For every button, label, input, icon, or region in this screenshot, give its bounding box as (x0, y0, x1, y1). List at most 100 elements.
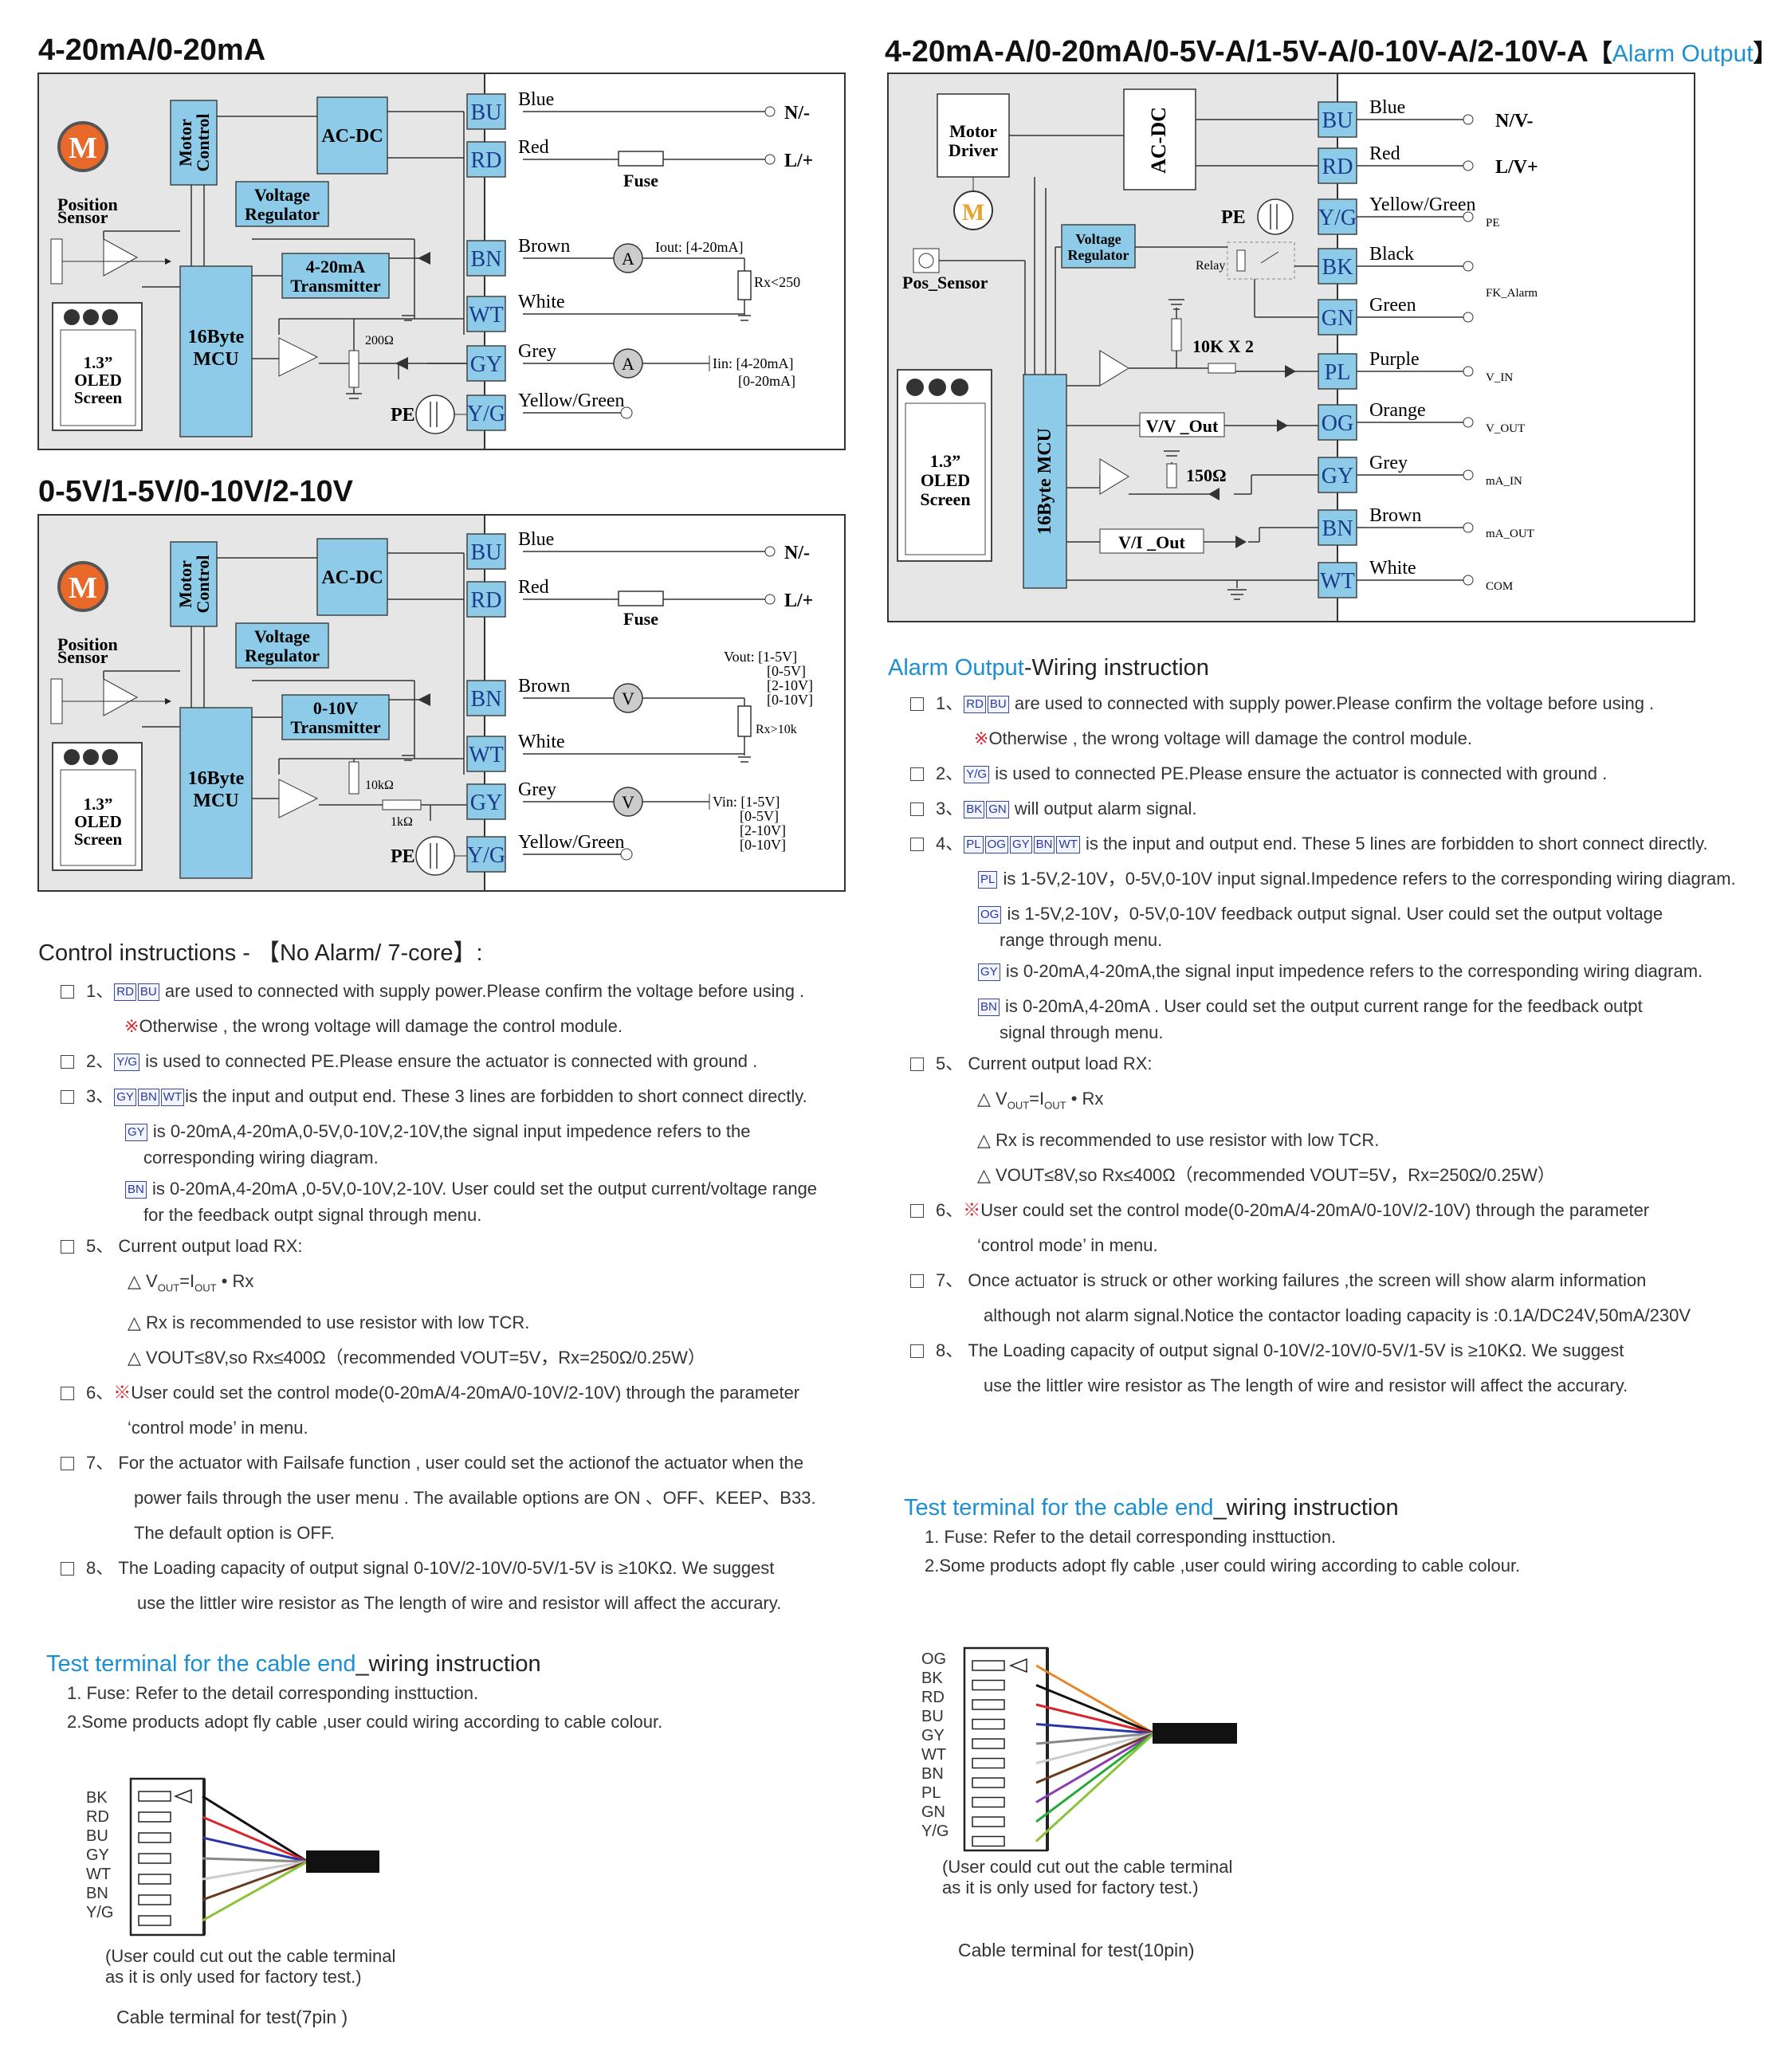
tag-pl: PL (978, 871, 998, 889)
terminal-end-dot (1463, 312, 1474, 323)
meter-label-a1: A (622, 249, 634, 269)
terminal-bn (466, 240, 506, 277)
test-left-heading: Test terminal for the cable end_wiring i… (46, 1651, 843, 1678)
checkbox (61, 1055, 74, 1069)
pin-slot (972, 1679, 1005, 1691)
terminal-bn (1318, 509, 1357, 546)
pin-slot (138, 1832, 171, 1843)
pin-label: BN (921, 1765, 944, 1783)
wire-label: Purple (1369, 349, 1420, 370)
pin-label: Y/G (921, 1823, 949, 1840)
pin-slot (972, 1718, 1005, 1730)
wire-label: Grey (518, 341, 556, 362)
wire-label: Blue (1369, 97, 1405, 118)
warning-text: Otherwise , the wrong voltage will damag… (139, 1016, 623, 1036)
item-text: is 0-20mA,4-20mA,the signal input impede… (1005, 961, 1703, 981)
terminal-end-dot (1463, 417, 1474, 428)
alarm-item-4-og: OG is 1-5V,2-10V，0-5V,0-10V feedback out… (910, 897, 1781, 932)
alarm-item-2: 2、Y/G is used to connected PE.Please ens… (910, 756, 1781, 791)
wire-label: Blue (518, 89, 554, 110)
warning-mark: ※ (974, 728, 989, 748)
item-text: Once actuator is struck or other working… (968, 1270, 1647, 1291)
terminal-label: Y/G (467, 843, 505, 868)
transmitter-label-2: Transmitter (290, 276, 380, 296)
vin-label-2: [2-10V] (740, 822, 786, 838)
test-right-caption: Cable terminal for test(10pin) (958, 1940, 1195, 1960)
pin-slot (972, 1738, 1005, 1749)
formula-i: =I (1029, 1089, 1045, 1109)
terminal-label: RD (1322, 155, 1353, 179)
tag-rd: RD (114, 983, 136, 1001)
pin-slot (972, 1796, 1005, 1808)
acdc-label: AC-DC (321, 126, 383, 147)
terminal-end-dot (1463, 211, 1474, 222)
vreg-b-1: Voltage (254, 626, 310, 646)
pin-label: BU (921, 1708, 944, 1725)
motor-control-label-1: Motor (175, 119, 195, 167)
alarm-item-4-gy: GY is 0-20mA,4-20mA,the signal input imp… (910, 954, 1781, 989)
tag-bu: BU (137, 983, 159, 1001)
tag-og: OG (984, 836, 1008, 854)
test-left-line-1: 1. Fuse: Refer to the detail correspondi… (67, 1683, 479, 1703)
res2-label: 150Ω (1186, 465, 1227, 485)
test-right-pins: OG BK RD BU GY WT BN PL GN Y/G (921, 1650, 949, 1841)
mcu-label-2: MCU (193, 349, 238, 370)
motor-control-b-2: Control (193, 555, 213, 614)
wire-label: Green (1369, 295, 1416, 316)
item-text: are used to connected with supply power.… (164, 981, 805, 1001)
checkbox (61, 1387, 74, 1401)
diagram-c-title-bracket-open: 【 (1588, 41, 1612, 67)
pin-slot (138, 1915, 171, 1926)
pe-label-b: PE (391, 846, 415, 867)
formula-sub: OUT (194, 1281, 217, 1294)
tag-bn: BN (125, 1181, 147, 1199)
checkbox (910, 1058, 924, 1071)
cable-terminal-10pin (963, 1646, 1237, 1852)
terminal-yg (466, 394, 506, 431)
terminal-end-label: COM (1486, 580, 1513, 593)
tag-bn: BN (1033, 836, 1055, 854)
transmitter-b-2: Transmitter (290, 717, 380, 737)
item-text: The Loading capacity of output signal 0-… (968, 1340, 1624, 1361)
vi-label: V/I _Out (1118, 532, 1185, 552)
terminal-wt (466, 296, 506, 332)
control-item-1-warning: ※Otherwise , the wrong voltage will dama… (61, 1009, 867, 1044)
pin-slot (972, 1660, 1005, 1671)
cable-wire (202, 1860, 308, 1901)
diagram-b: M Motor Control AC-DC Voltage Regulator … (37, 514, 846, 892)
test-left-heading-accent: Test terminal for the cable end (46, 1651, 356, 1677)
checkbox (61, 1240, 74, 1254)
terminal-end-dot (1463, 160, 1474, 171)
diagram-c: Motor Driver M AC-DC Pos_Sensor Voltage … (887, 73, 1695, 622)
terminal-label: Y/G (1318, 206, 1357, 230)
terminal-label: WT (469, 743, 504, 767)
pe-label-c: PE (1221, 207, 1246, 228)
test-right-heading-rest: _wiring instruction (1213, 1495, 1399, 1521)
formula-sub: OUT (157, 1281, 180, 1294)
terminal-gy (466, 783, 506, 820)
oled-label-2: OLED (74, 371, 122, 390)
oled-b-3: Screen (74, 830, 123, 849)
test-right-heading-accent: Test terminal for the cable end (904, 1495, 1214, 1521)
wire-label: Yellow/Green (518, 390, 625, 411)
pin-label: BN (86, 1885, 108, 1902)
pin-slot (138, 1894, 171, 1905)
wiring-diagrams: M Motor Control AC-DC Voltage Regulator … (37, 73, 1695, 892)
pin-slot (972, 1816, 1005, 1827)
vout-label-1: [0-5V] (767, 663, 806, 679)
pin-label: GY (86, 1846, 109, 1864)
item-text: is the input and output end. These 5 lin… (1085, 834, 1708, 854)
note-line: (User could cut out the cable terminal (942, 1857, 1233, 1877)
formula-rx: • Rx (216, 1271, 254, 1291)
oled-b-1: 1.3” (84, 795, 113, 814)
tag-bn: BN (137, 1089, 159, 1106)
terminal-rd (1318, 147, 1357, 184)
terminal-label: BU (471, 540, 502, 565)
checkbox (61, 1090, 74, 1104)
control-heading: Control instructions - 【No Alarm/ 7-core… (38, 940, 483, 966)
checkbox (910, 1274, 924, 1289)
diagram-b-terminals: BUBlueRDRedBNBrownWTWhiteGYGreyY/GYellow… (466, 529, 625, 873)
tag-gy: GY (978, 963, 1000, 981)
formula-sub: OUT (1007, 1099, 1030, 1112)
